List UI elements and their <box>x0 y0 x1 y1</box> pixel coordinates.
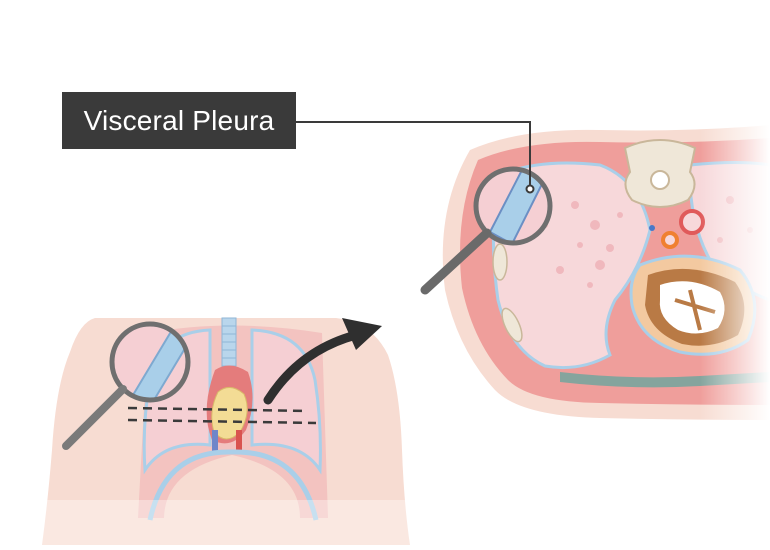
curved-arrow-icon <box>263 318 382 405</box>
torso-figure <box>40 317 420 550</box>
cross-section <box>442 115 770 435</box>
diaphragm <box>147 449 319 521</box>
label-leader-line <box>296 121 535 194</box>
magnifying-glass-icon <box>62 321 191 450</box>
structure-label-text: Visceral Pleura <box>83 104 275 136</box>
structure-label: Visceral Pleura <box>62 92 296 149</box>
aorta <box>679 209 705 235</box>
section-plane <box>127 406 317 425</box>
